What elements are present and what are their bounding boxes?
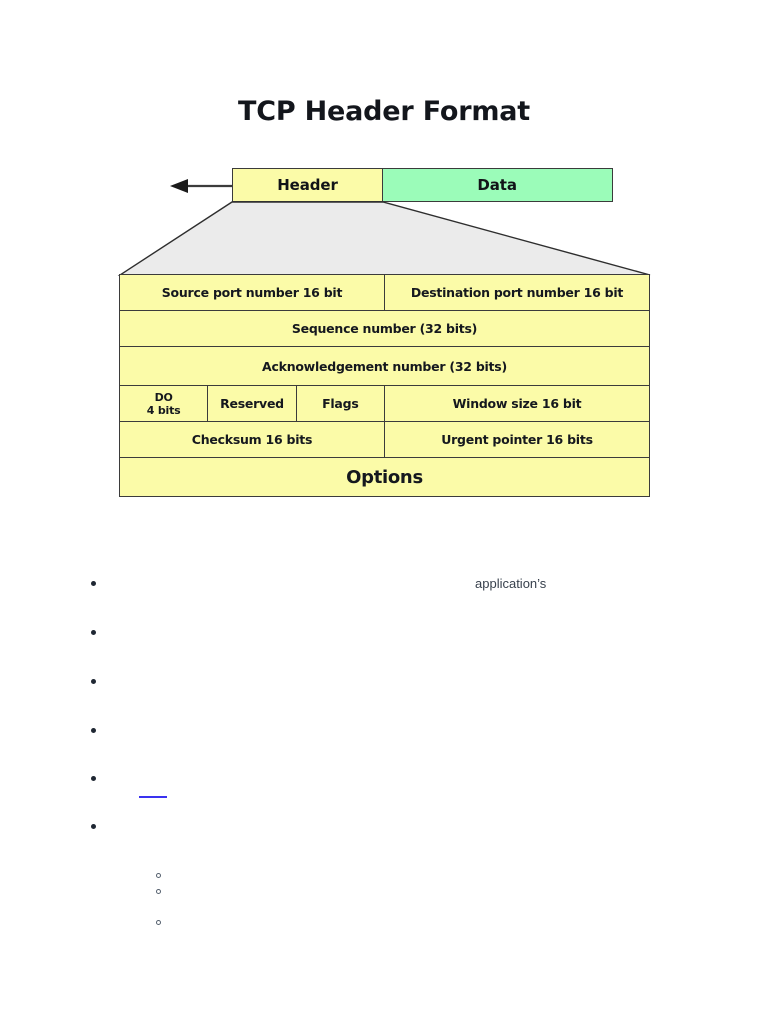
table-row-sequence: Sequence number (32 bits) <box>119 310 650 347</box>
cell-acknowledgement-number: Acknowledgement number (32 bits) <box>119 346 650 386</box>
tcp-header-table: Source port number 16 bit Destination po… <box>118 274 651 497</box>
packet-segment-data: Data <box>381 168 613 202</box>
list-item-bullet <box>91 824 96 829</box>
table-row-offset-flags: DO 4 bits Reserved Flags Window size 16 … <box>118 385 651 422</box>
left-arrow-container <box>168 176 238 196</box>
cell-reserved: Reserved <box>207 385 297 422</box>
cell-window-size: Window size 16 bit <box>383 385 651 422</box>
table-row-ports: Source port number 16 bit Destination po… <box>119 274 651 311</box>
sub-list-item-bullet <box>156 873 161 878</box>
cell-destination-port: Destination port number 16 bit <box>383 274 651 311</box>
expansion-funnel <box>110 196 666 286</box>
cell-options: Options <box>119 457 650 497</box>
list-item-bullet <box>91 630 96 635</box>
packet-segment-header: Header <box>232 168 383 202</box>
left-arrow-icon <box>170 179 238 193</box>
cell-source-port: Source port number 16 bit <box>119 274 385 311</box>
cell-sequence-number: Sequence number (32 bits) <box>119 310 650 347</box>
list-item-bullet <box>91 728 96 733</box>
sub-list-item-bullet <box>156 889 161 894</box>
list-item-bullet <box>91 581 96 586</box>
list-item-bullet <box>91 679 96 684</box>
cell-checksum: Checksum 16 bits <box>119 421 385 458</box>
page-title: TCP Header Format <box>238 96 530 127</box>
sub-list-item-bullet <box>156 920 161 925</box>
hyperlink-stub[interactable] <box>139 796 167 798</box>
list-item-text: application’s <box>475 576 547 591</box>
table-row-acknowledgement: Acknowledgement number (32 bits) <box>119 346 650 386</box>
cell-data-offset: DO 4 bits <box>118 385 209 422</box>
funnel-shape <box>117 201 651 276</box>
list-item-bullet <box>91 776 96 781</box>
cell-data-offset-line1: DO <box>154 390 173 404</box>
table-row-checksum: Checksum 16 bits Urgent pointer 16 bits <box>119 421 651 458</box>
cell-data-offset-line2: 4 bits <box>146 403 181 417</box>
table-row-options: Options <box>119 457 650 497</box>
cell-urgent-pointer: Urgent pointer 16 bits <box>383 421 651 458</box>
packet-bar: Header Data <box>232 168 614 202</box>
cell-flags: Flags <box>295 385 385 422</box>
